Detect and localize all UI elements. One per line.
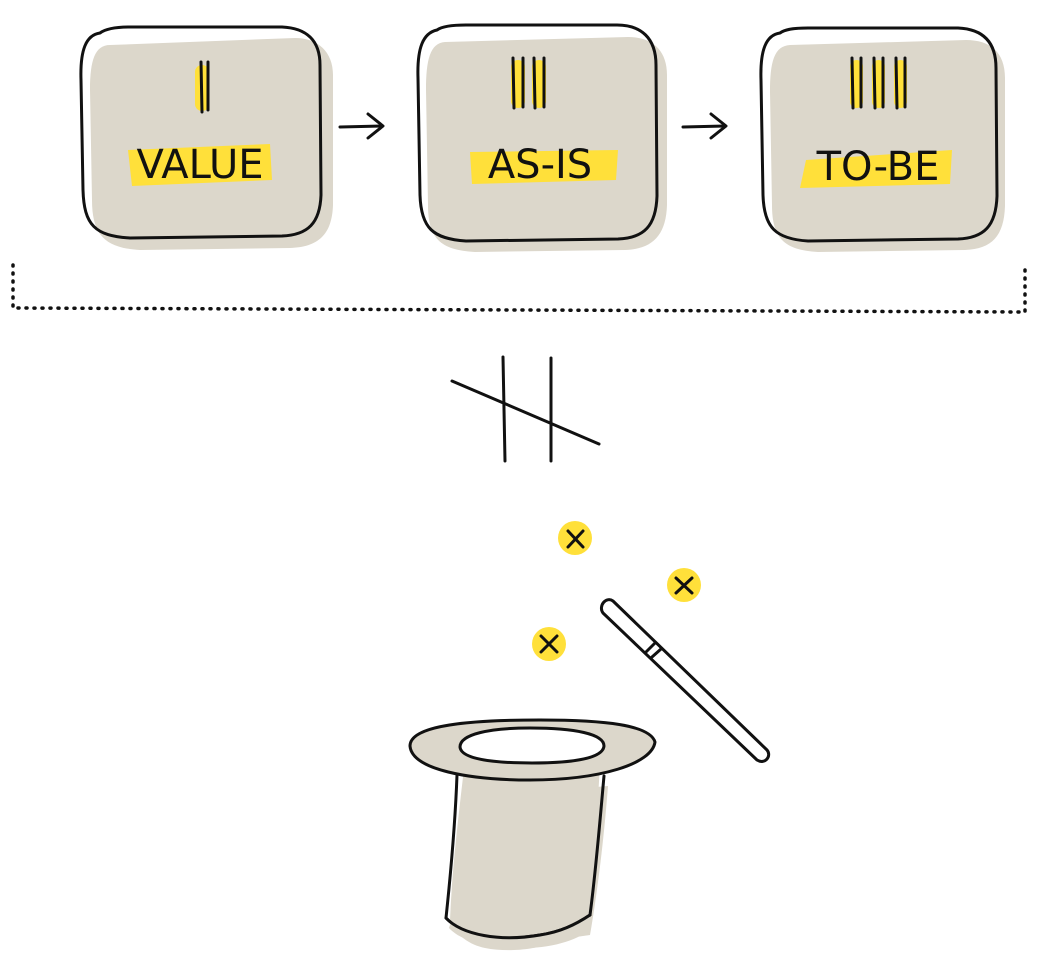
magic-wand-icon — [599, 598, 771, 763]
step-card-value: VALUE — [79, 25, 333, 250]
numeral-stroke — [850, 56, 855, 110]
numeral-stroke — [511, 56, 516, 110]
label-highlight — [128, 144, 272, 186]
numeral-stroke-c — [872, 56, 877, 110]
numeral-stroke-c — [532, 56, 537, 110]
card-shadow — [90, 38, 333, 250]
step-label: AS-IS — [488, 142, 592, 188]
card-outline — [79, 25, 323, 240]
not-equal-icon — [450, 355, 601, 463]
step-card-as-is: AS-IS — [416, 23, 667, 252]
numeral-stroke — [199, 60, 204, 114]
card-shadow — [426, 37, 667, 252]
dotted-bracket — [11, 263, 1027, 314]
right-arrow-icon — [338, 112, 385, 140]
sparkle-icon — [558, 521, 592, 555]
card-outline — [416, 23, 659, 243]
card-outline — [759, 26, 999, 243]
step-card-to-be: TO-BE — [759, 26, 1005, 252]
sparkle-icon — [532, 627, 566, 661]
top-hat-icon — [408, 718, 657, 951]
right-arrow-icon — [681, 112, 728, 140]
numeral-stroke-e — [894, 56, 899, 110]
step-label: TO-BE — [816, 144, 940, 190]
step-label: VALUE — [136, 142, 263, 188]
sparkle-icon — [667, 568, 701, 602]
card-shadow — [770, 40, 1005, 252]
label-highlight — [800, 150, 952, 188]
label-highlight — [470, 150, 618, 184]
